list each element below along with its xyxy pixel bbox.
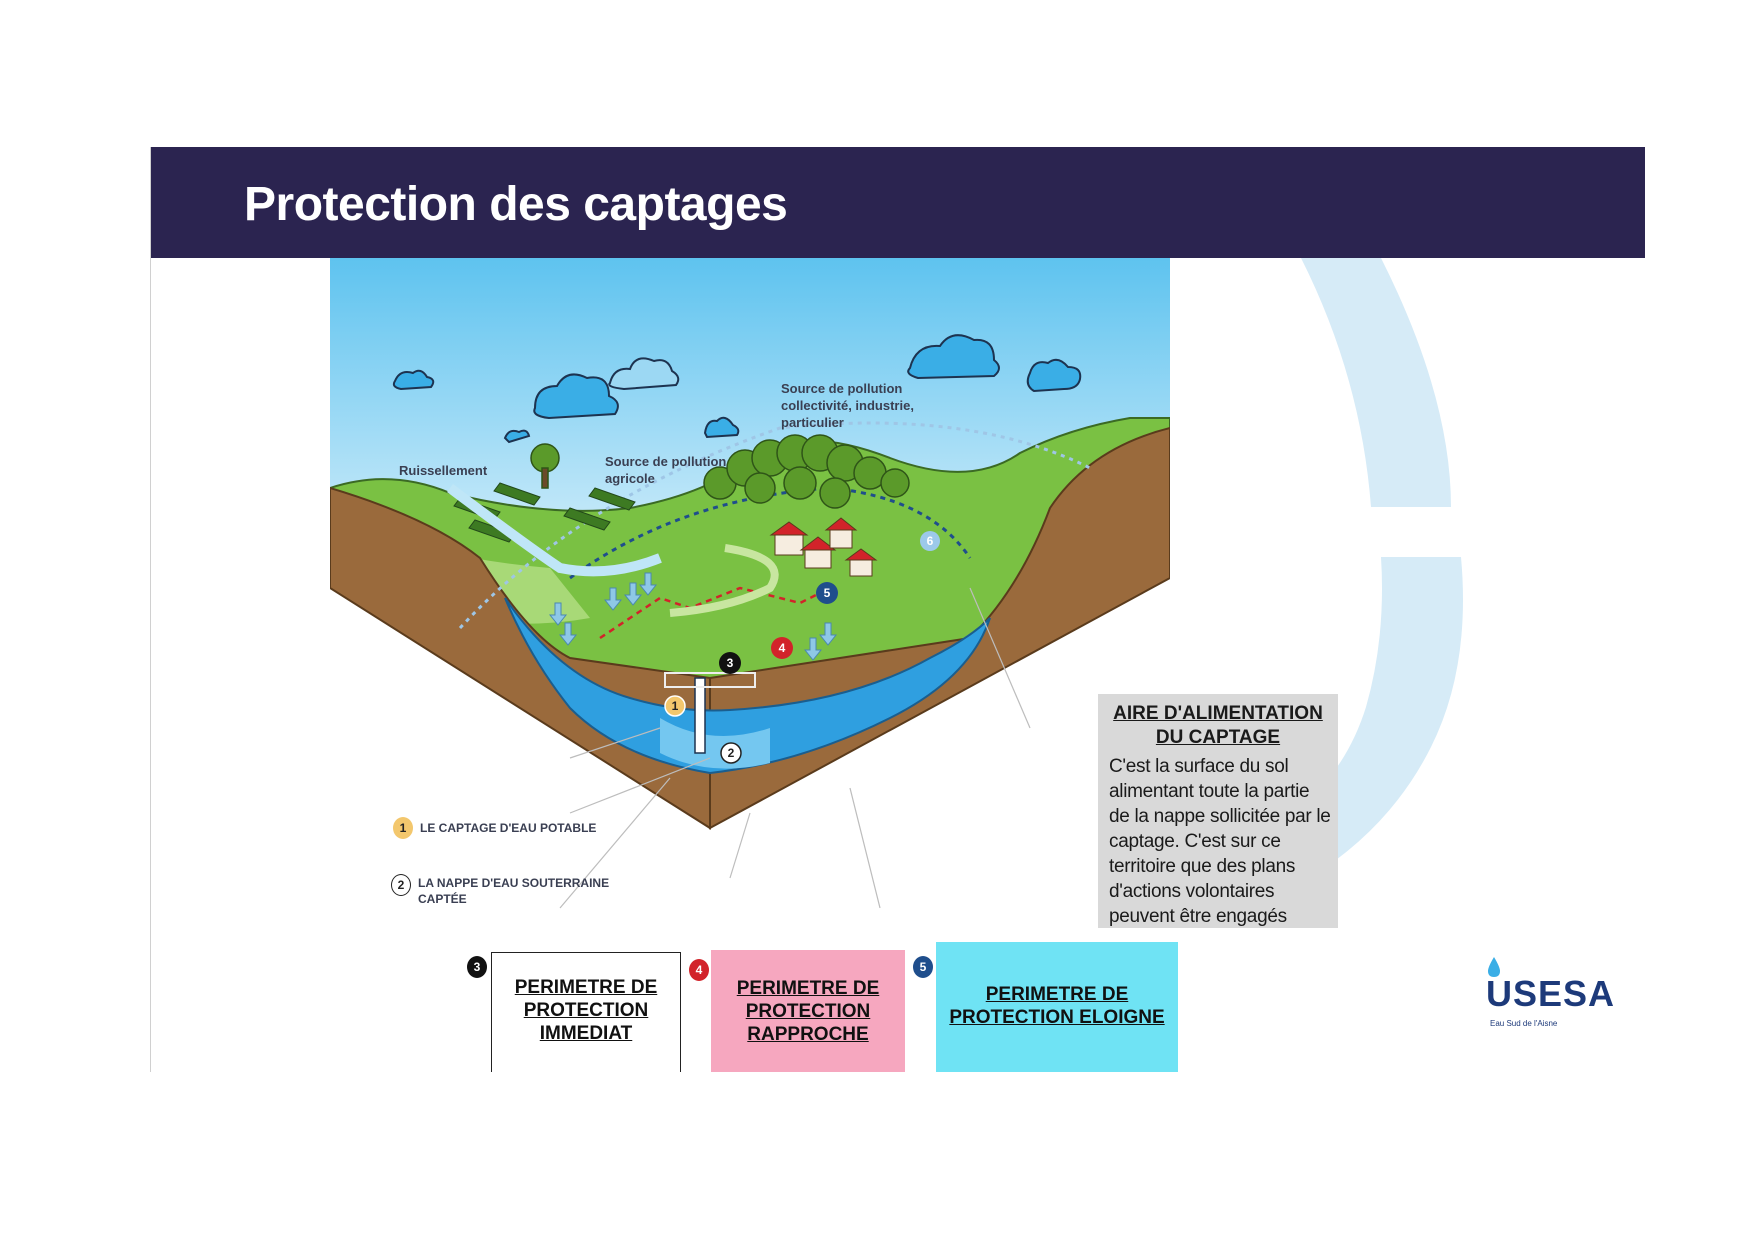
box-marker-5: 5 <box>913 956 933 978</box>
village <box>769 517 878 577</box>
logo-tagline: Eau Sud de l'Aisne <box>1490 1019 1558 1028</box>
forest <box>530 434 910 509</box>
label-source-collectivite: Source de pollution collectivité, indust… <box>781 381 914 430</box>
map-markers: 1 2 3 4 5 6 <box>664 531 940 764</box>
usesa-logo: USESA Eau Sud de l'Aisne <box>1466 955 1614 1035</box>
svg-text:4: 4 <box>779 641 786 655</box>
legend-label-1: LE CAPTAGE D'EAU POTABLE <box>420 821 597 835</box>
logo-wordmark: USESA <box>1486 973 1616 1014</box>
box-marker-4: 4 <box>689 959 709 981</box>
box-marker-3: 3 <box>467 956 487 978</box>
callout-body: C'est la surface du sol alimentant toute… <box>1109 756 1331 927</box>
perimetre-rapproche-box: PERIMETRE DE PROTECTION RAPPROCHE <box>711 950 905 1072</box>
slide-header: Protection des captages <box>151 147 1645 258</box>
aire-alimentation-callout: AIRE D'ALIMENTATION DU CAPTAGE C'est la … <box>1098 694 1338 928</box>
callout-title: AIRE D'ALIMENTATION DU CAPTAGE <box>1113 703 1323 748</box>
label-source-agricole: Source de pollution agricole <box>605 454 727 486</box>
slide: Protection des captages <box>150 147 1645 1072</box>
perimetre-eloigne-box: PERIMETRE DE PROTECTION ELOIGNE <box>936 942 1178 1072</box>
svg-text:1: 1 <box>672 699 679 713</box>
clouds <box>392 334 1082 444</box>
svg-text:3: 3 <box>727 656 734 670</box>
svg-text:6: 6 <box>927 534 934 548</box>
well <box>694 677 706 754</box>
label-ruissellement: Ruissellement <box>399 463 488 478</box>
legend-marker-1: 1 <box>393 817 413 839</box>
water-drop-icon <box>1488 957 1500 977</box>
capture-area-line <box>458 421 1091 630</box>
legend-marker-2: 2 <box>391 874 411 896</box>
catchment-illustration: 1 2 3 4 5 6 <box>330 258 1170 909</box>
slide-title: Protection des captages <box>244 178 788 231</box>
leader-lines <box>559 587 1031 909</box>
perimetre-immediat-box: PERIMETRE DE PROTECTION IMMEDIAT <box>491 952 681 1072</box>
legend-label-2: LA NAPPE D'EAU SOUTERRAINE CAPTÉE <box>418 876 610 906</box>
river <box>447 483 662 577</box>
svg-text:2: 2 <box>728 746 735 760</box>
svg-text:5: 5 <box>824 586 831 600</box>
infiltration-arrows <box>548 572 838 661</box>
